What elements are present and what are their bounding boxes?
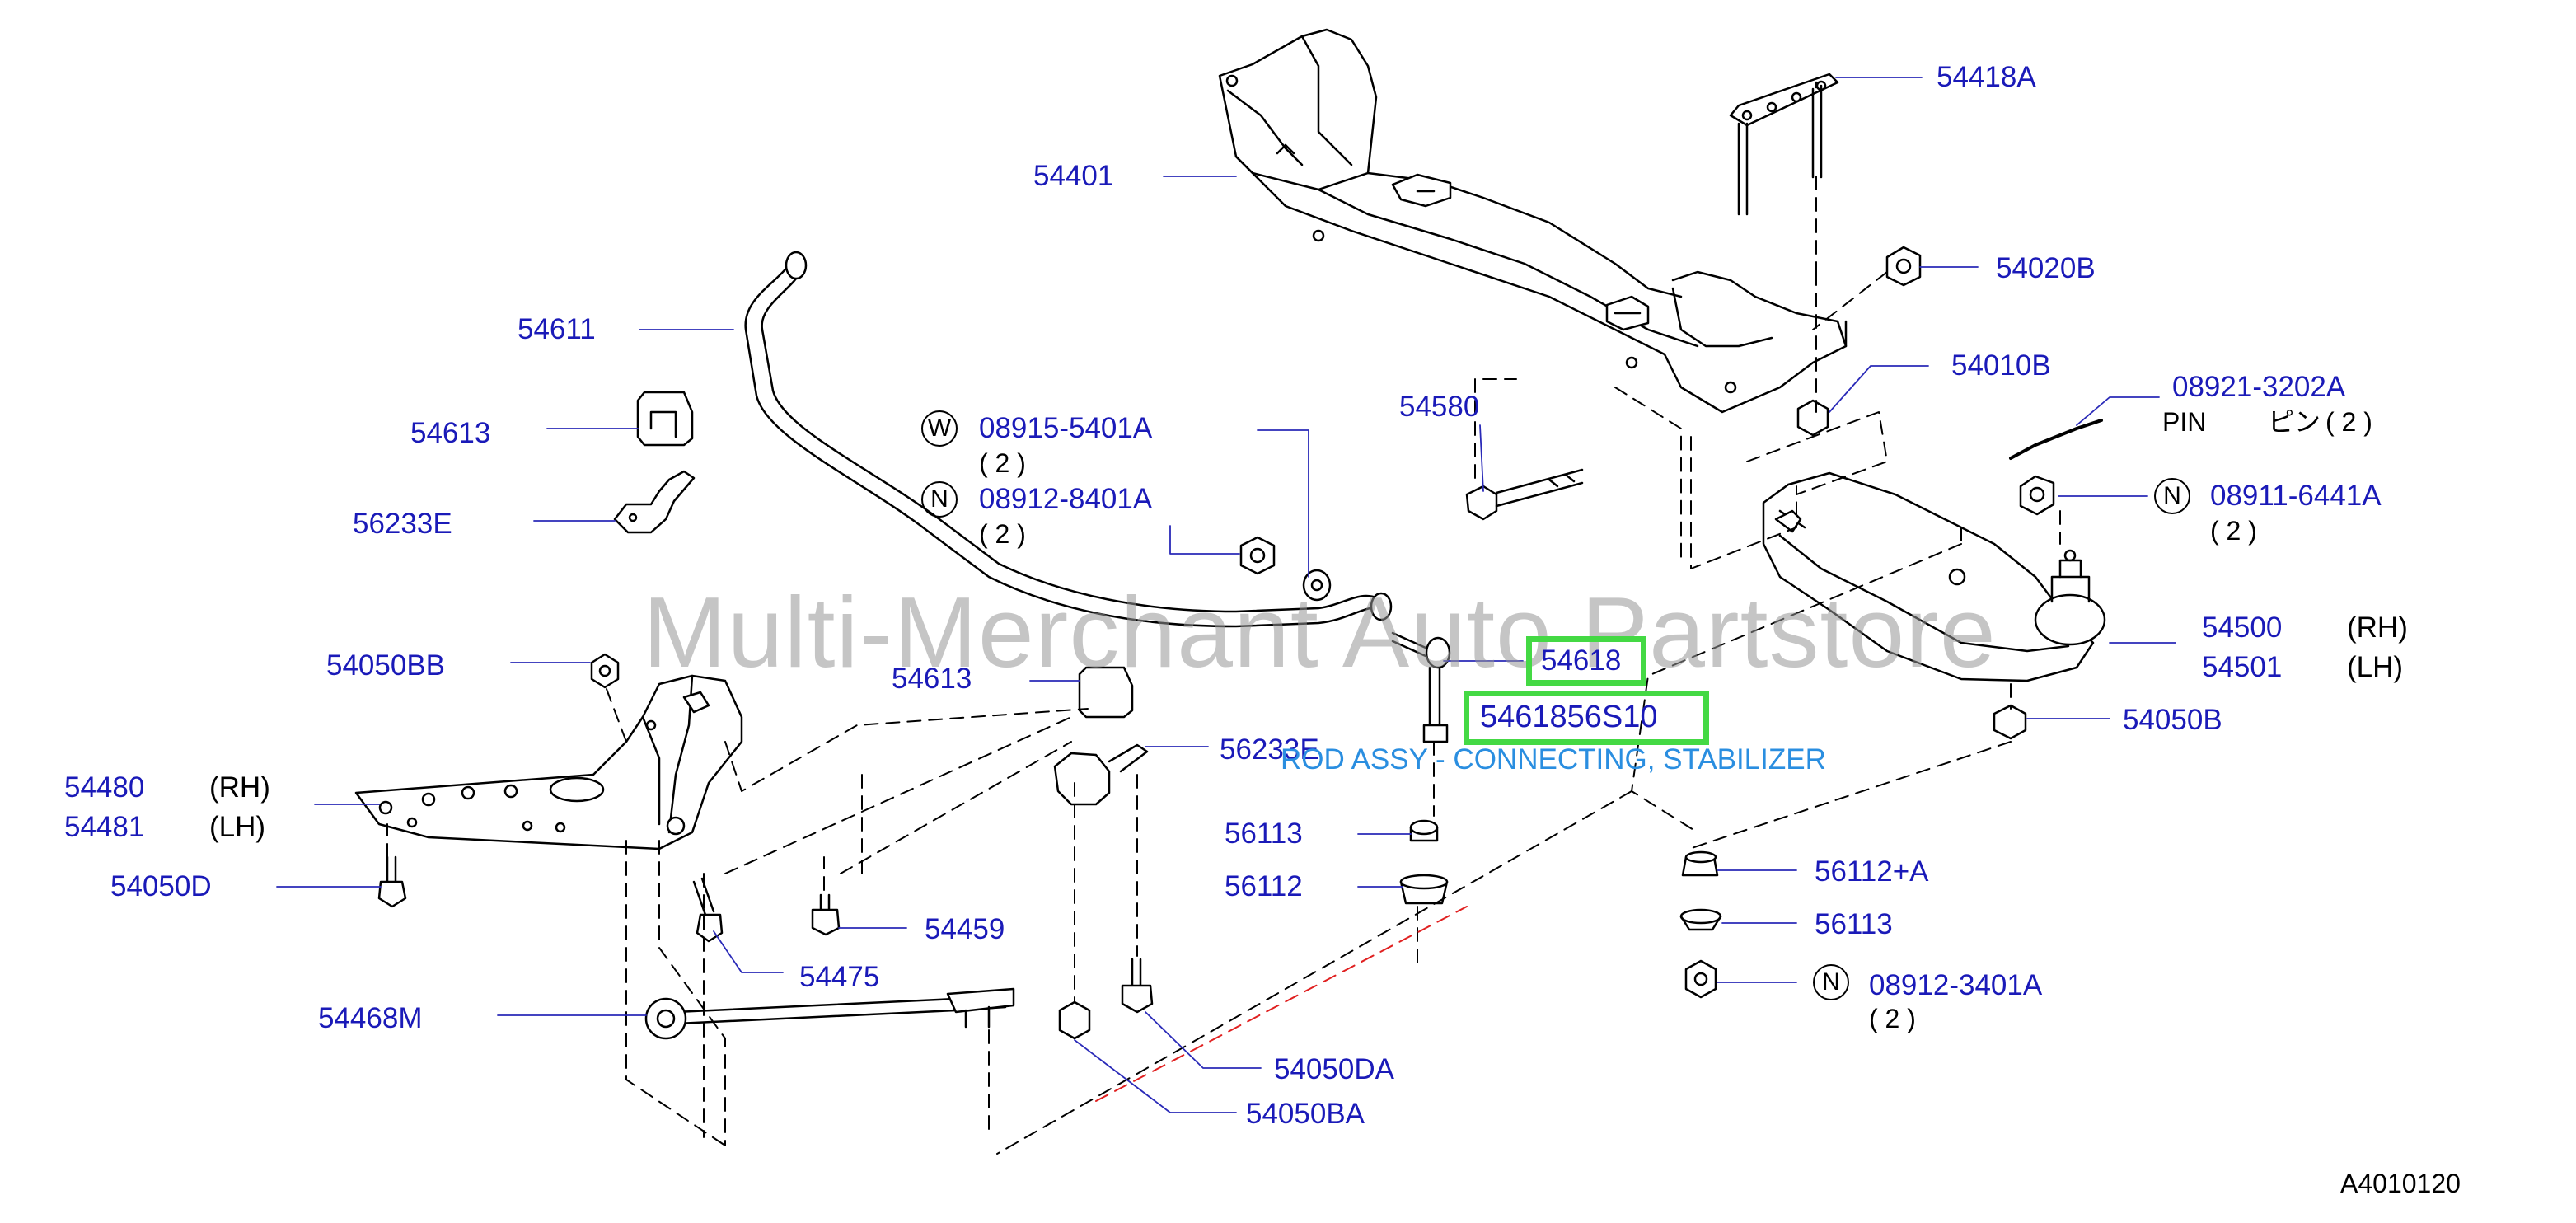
lower-arm-54500-drawing <box>1762 471 2106 682</box>
part-label-54020B[interactable]: 54020B <box>1996 252 2096 284</box>
qty-08912-8401A: ( 2 ) <box>979 519 1026 549</box>
bolt-54050D-drawing <box>377 855 407 908</box>
figure-code: A4010120 <box>2340 1169 2461 1198</box>
nut-symbol-N-3: N <box>1813 964 1849 1000</box>
leader-lines <box>276 77 2176 1113</box>
bolt-54459-drawing <box>811 893 841 936</box>
nut-54050B-drawing <box>1993 704 2027 740</box>
clamp-56233E-top-drawing <box>613 470 696 534</box>
highlight-box-5461856S10 <box>1464 691 1709 745</box>
bracket-54418A-drawing <box>1729 73 1839 216</box>
part-label-54613-top[interactable]: 54613 <box>410 417 491 449</box>
part-label-54401[interactable]: 54401 <box>1033 160 1114 192</box>
part-label-54050BB[interactable]: 54050BB <box>326 649 446 682</box>
part-label-08921-3202A[interactable]: 08921-3202A <box>2172 371 2346 403</box>
pin-qty: ( 2 ) <box>2325 407 2372 437</box>
part-label-56112[interactable]: 56112 <box>1225 870 1303 902</box>
fasteners-54050DA-54050BA-drawing <box>1058 958 1154 1040</box>
watermark: Multi-Merchant Auto Partstore <box>643 576 1997 688</box>
alt-part-label-5461856S10[interactable]: 5461856S10 <box>1480 700 1658 734</box>
part-label-54611[interactable]: 54611 <box>518 313 596 345</box>
rh-label-1: (RH) <box>2347 612 2408 644</box>
part-label-56112-plus-A[interactable]: 56112+A <box>1815 855 1929 888</box>
dashed-guides <box>386 176 2061 1155</box>
part-label-54050BA[interactable]: 54050BA <box>1246 1098 1365 1130</box>
right-stack-drawing <box>1679 850 1722 999</box>
part-label-54050DA[interactable]: 54050DA <box>1274 1053 1394 1085</box>
bushing-54613-mid-drawing <box>1078 666 1134 719</box>
bushing-54613-top-drawing <box>636 391 694 447</box>
pin-label-jp: ピン <box>2268 407 2321 437</box>
nut-08911-drawing <box>2019 475 2055 516</box>
bolt-54475-drawing <box>692 877 724 943</box>
part-label-56113-right[interactable]: 56113 <box>1815 908 1893 940</box>
part-label-08912-8401A[interactable]: 08912-8401A <box>979 483 1153 515</box>
part-label-54613-mid[interactable]: 54613 <box>892 663 972 695</box>
part-label-08911-6441A[interactable]: 08911-6441A <box>2210 480 2382 512</box>
red-dashed-leader <box>1095 906 1468 1102</box>
nut-washer-drawing <box>1239 536 1332 602</box>
bolt-54580-drawing <box>1465 468 1584 521</box>
connecting-rod-54618-drawing <box>1391 631 1451 743</box>
part-label-54481[interactable]: 54481 <box>64 811 145 843</box>
part-label-54480[interactable]: 54480 <box>64 771 145 804</box>
clamp-56233E-mid-drawing <box>1053 743 1149 806</box>
bracket-54480-drawing <box>354 674 743 850</box>
nut-54050BB-drawing <box>590 653 620 689</box>
nut-54010B-drawing <box>1796 399 1829 437</box>
part-label-54580[interactable]: 54580 <box>1399 391 1480 423</box>
lh-label-2: (LH) <box>209 811 266 843</box>
part-label-54418A[interactable]: 54418A <box>1937 61 2036 93</box>
part-label-54618[interactable]: 54618 <box>1541 644 1622 677</box>
part-label-54459[interactable]: 54459 <box>925 913 1005 945</box>
rh-label-2: (RH) <box>209 771 270 804</box>
part-label-54468M[interactable]: 54468M <box>318 1002 423 1034</box>
nut-symbol-N-1: N <box>921 481 958 518</box>
part-label-54500[interactable]: 54500 <box>2202 612 2283 644</box>
part-label-54501[interactable]: 54501 <box>2202 651 2283 683</box>
pin-label: PIN <box>2162 407 2207 437</box>
part-label-56233E-mid[interactable]: 56233E <box>1220 733 1319 766</box>
highlight-box-54618 <box>1526 636 1646 686</box>
qty-08912-3401A: ( 2 ) <box>1869 1004 1916 1033</box>
part-label-56233E-top[interactable]: 56233E <box>353 508 452 540</box>
part-label-54050B[interactable]: 54050B <box>2123 704 2222 736</box>
nut-54020B-drawing <box>1885 246 1922 287</box>
part-label-54475[interactable]: 54475 <box>799 961 880 993</box>
part-label-08915-5401A[interactable]: 08915-5401A <box>979 412 1153 444</box>
part-tooltip: ROD ASSY - CONNECTING, STABILIZER <box>1281 743 1826 776</box>
lh-label-1: (LH) <box>2347 651 2404 683</box>
part-label-54050D[interactable]: 54050D <box>110 870 212 902</box>
tension-rod-54468M-drawing <box>644 987 1015 1040</box>
nut-symbol-N-2: N <box>2154 478 2190 514</box>
part-label-54010B[interactable]: 54010B <box>1951 349 2051 382</box>
crossmember-54401-drawing <box>1218 28 1848 414</box>
stabilizer-bar-54611-drawing <box>744 251 1393 628</box>
qty-08911: ( 2 ) <box>2210 516 2257 546</box>
pin-08921-drawing <box>2009 419 2103 460</box>
bushings-56112-56113-drawing <box>1399 819 1449 905</box>
part-label-08912-3401A[interactable]: 08912-3401A <box>1869 969 2043 1001</box>
qty-08915: ( 2 ) <box>979 448 1026 478</box>
part-label-56113-left[interactable]: 56113 <box>1225 818 1303 850</box>
washer-symbol-W: W <box>921 410 958 447</box>
